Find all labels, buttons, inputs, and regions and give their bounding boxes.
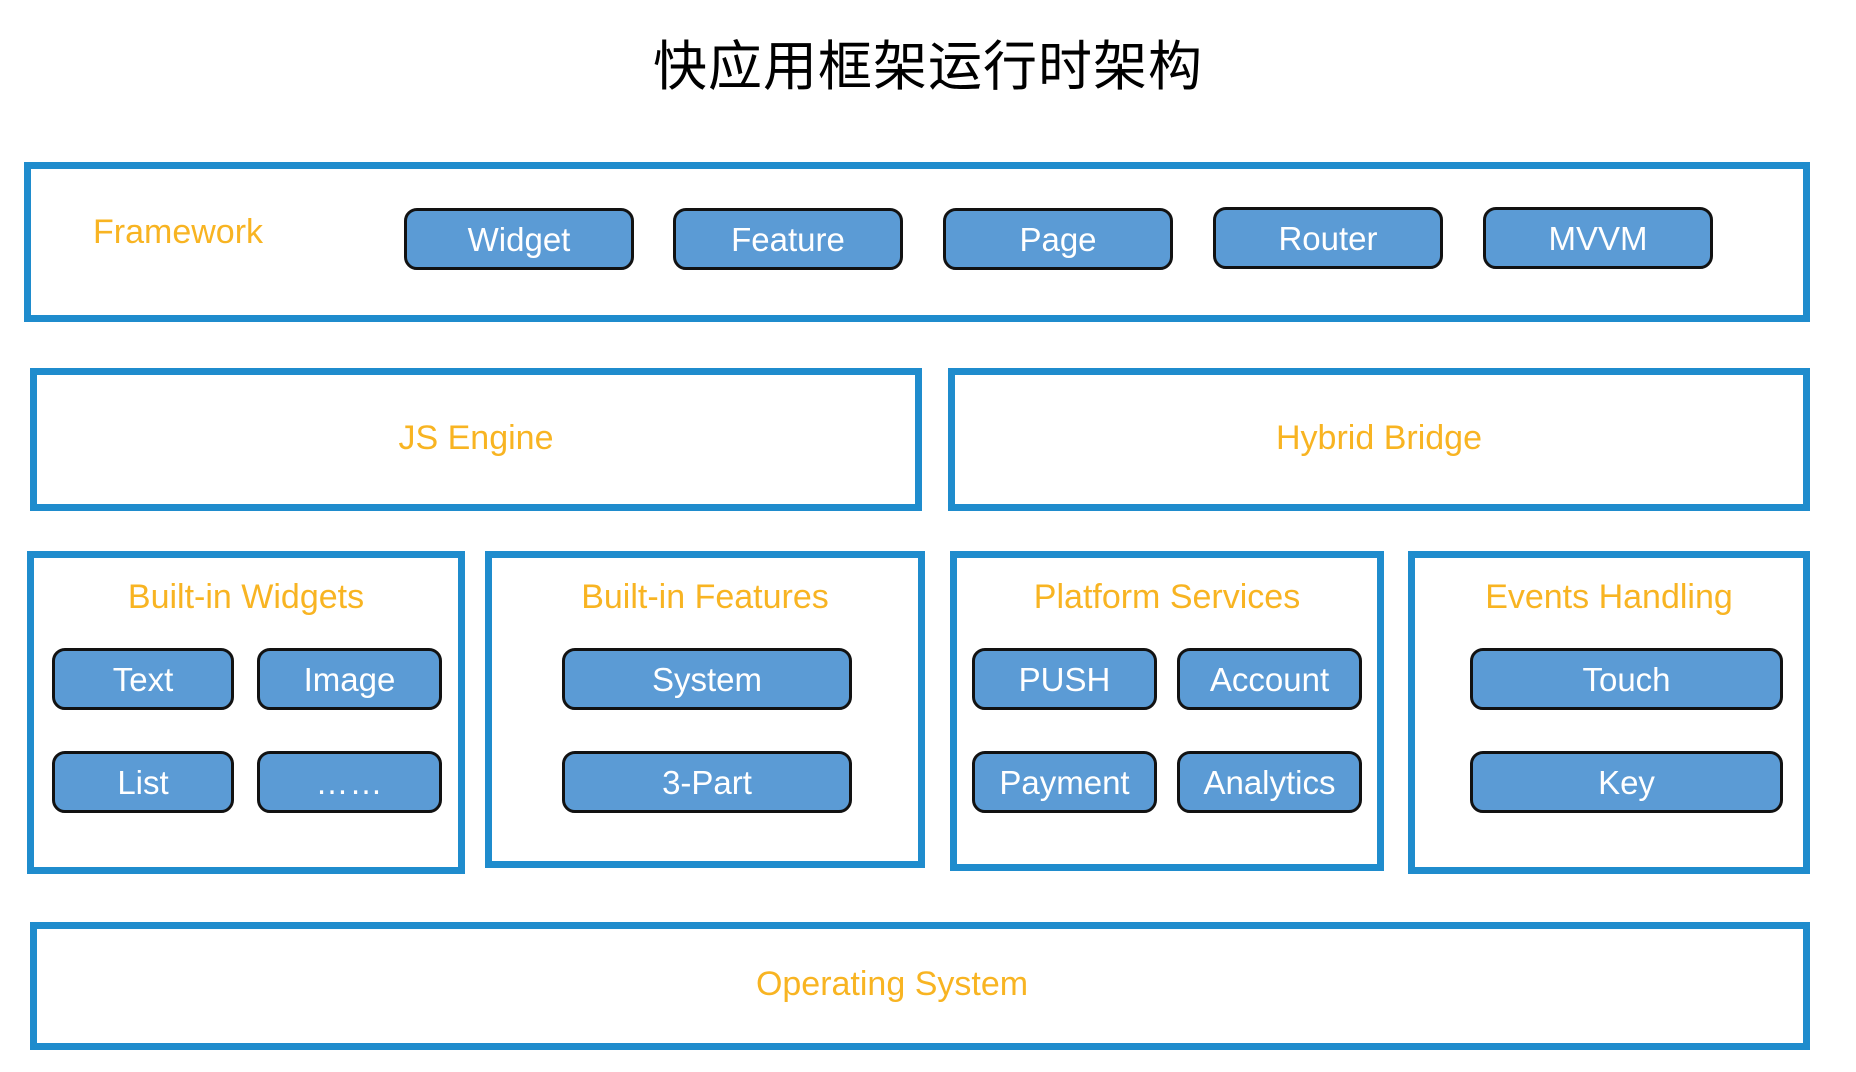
feature-node-system[interactable]: System — [562, 648, 852, 710]
node-label: Account — [1209, 660, 1330, 698]
framework-node-router[interactable]: Router — [1213, 207, 1443, 269]
node-label: PUSH — [1018, 660, 1111, 698]
node-label: Payment — [999, 763, 1130, 801]
js-engine-box: JS Engine — [30, 368, 922, 511]
platform-node-push[interactable]: PUSH — [972, 648, 1157, 710]
node-label: Page — [1019, 220, 1097, 258]
built-in-widgets-label: Built-in Widgets — [127, 578, 365, 616]
framework-node-widget[interactable]: Widget — [404, 208, 634, 270]
platform-services-box: Platform Services — [950, 551, 1384, 871]
events-handling-box: Events Handling — [1408, 551, 1810, 874]
node-label: …… — [315, 763, 384, 801]
framework-node-mvvm[interactable]: MVVM — [1483, 207, 1713, 269]
framework-node-feature[interactable]: Feature — [673, 208, 903, 270]
operating-system-box: Operating System — [30, 922, 1810, 1050]
platform-node-payment[interactable]: Payment — [972, 751, 1157, 813]
hybrid-bridge-label: Hybrid Bridge — [1276, 419, 1482, 457]
events-node-key[interactable]: Key — [1470, 751, 1783, 813]
node-label: Text — [112, 660, 174, 698]
widget-node-list[interactable]: List — [52, 751, 234, 813]
node-label: Router — [1278, 219, 1378, 257]
widget-node-image[interactable]: Image — [257, 648, 442, 710]
events-handling-label: Events Handling — [1485, 578, 1733, 616]
platform-node-analytics[interactable]: Analytics — [1177, 751, 1362, 813]
hybrid-bridge-box: Hybrid Bridge — [948, 368, 1810, 511]
framework-layer-label: Framework — [93, 213, 264, 251]
widget-node-ellipsis[interactable]: …… — [257, 751, 442, 813]
framework-node-page[interactable]: Page — [943, 208, 1173, 270]
node-label: Touch — [1582, 660, 1671, 698]
events-node-touch[interactable]: Touch — [1470, 648, 1783, 710]
node-label: Analytics — [1203, 763, 1336, 801]
platform-node-account[interactable]: Account — [1177, 648, 1362, 710]
built-in-widgets-box: Built-in Widgets — [27, 551, 465, 874]
node-label: Feature — [731, 220, 845, 258]
node-label: Key — [1598, 763, 1655, 801]
widget-node-text[interactable]: Text — [52, 648, 234, 710]
feature-node-3part[interactable]: 3-Part — [562, 751, 852, 813]
built-in-features-label: Built-in Features — [581, 578, 829, 616]
operating-system-label: Operating System — [755, 965, 1029, 1003]
platform-services-label: Platform Services — [1033, 578, 1301, 616]
node-label: Widget — [467, 220, 571, 258]
node-label: MVVM — [1548, 219, 1648, 257]
js-engine-label: JS Engine — [398, 419, 554, 457]
node-label: List — [117, 763, 169, 801]
node-label: 3-Part — [662, 763, 752, 801]
node-label: Image — [303, 660, 396, 698]
page-title: 快应用框架运行时架构 — [653, 35, 1203, 98]
node-label: System — [651, 660, 763, 698]
